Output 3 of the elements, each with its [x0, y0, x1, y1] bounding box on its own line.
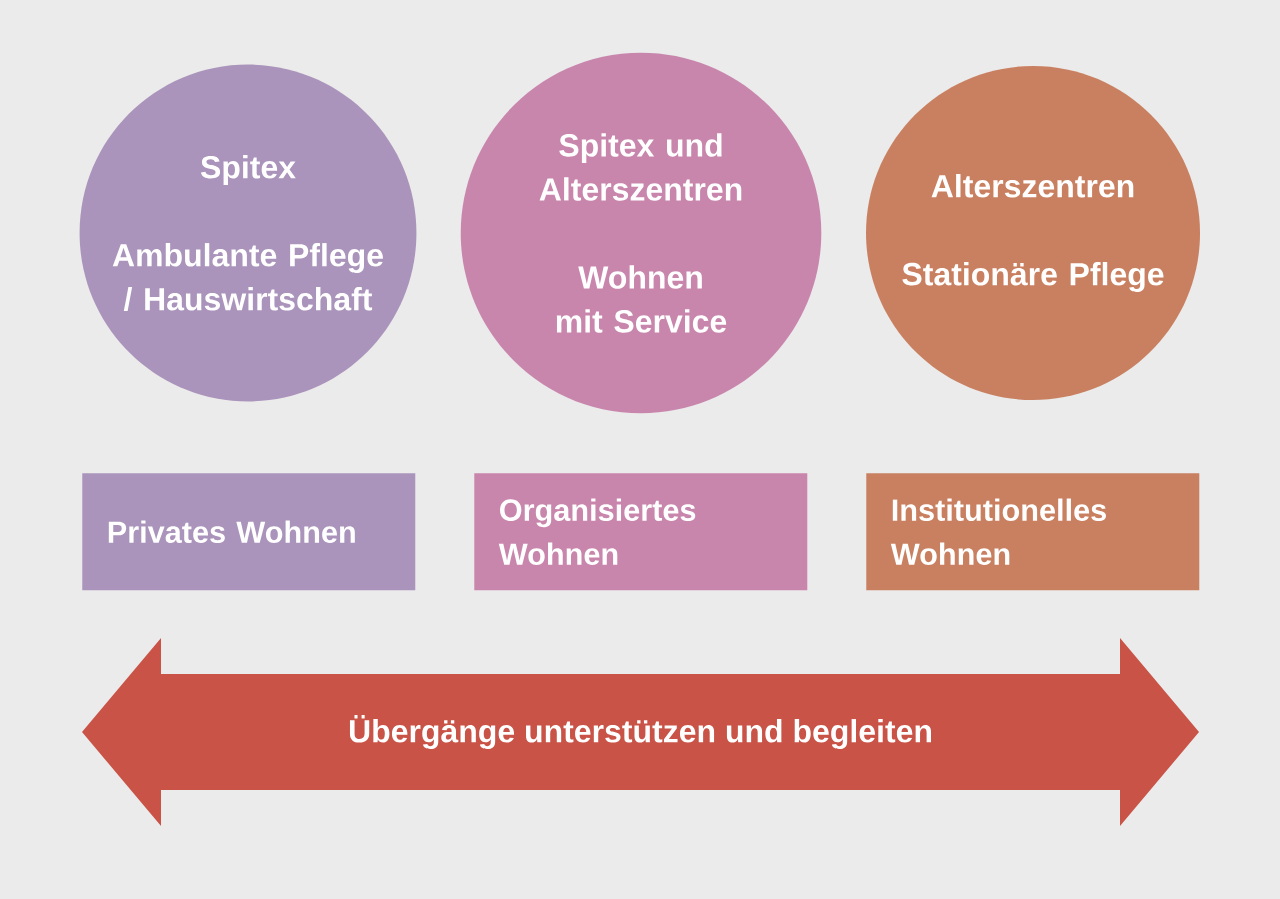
- housing-box: Organisiertes Wohnen: [474, 473, 808, 591]
- housing-box: Privates Wohnen: [82, 473, 416, 591]
- housing-box: Institutionelles Wohnen: [866, 473, 1200, 591]
